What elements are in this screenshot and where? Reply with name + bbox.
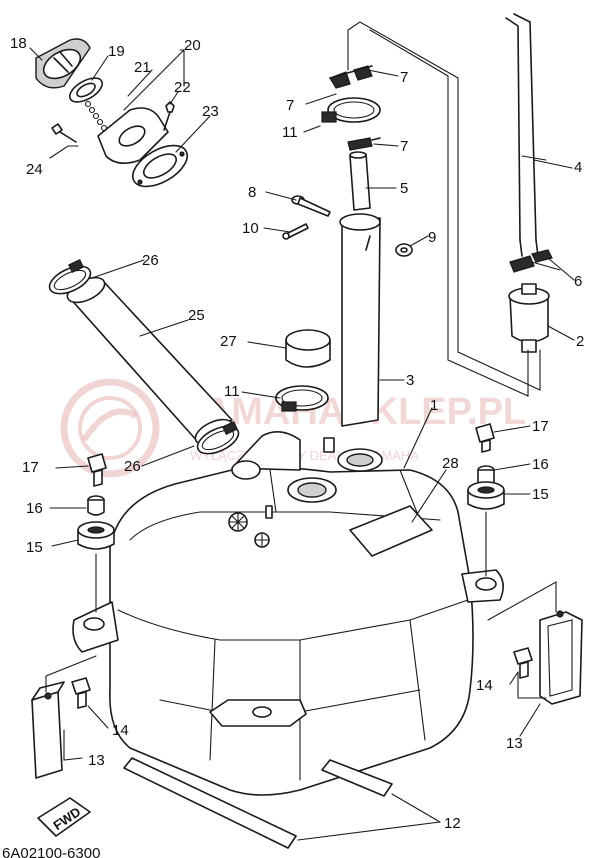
part-label-17-right: 17 (532, 418, 549, 435)
part-label-14-left: 14 (112, 722, 129, 739)
tank-filler-neck (231, 431, 301, 480)
part-label-7-b: 7 (286, 97, 294, 114)
part-label-23: 23 (202, 103, 219, 120)
left-damper-15 (77, 521, 115, 550)
right-bolt-17 (475, 423, 495, 453)
part-label-4: 4 (574, 159, 582, 176)
right-damper-15 (467, 481, 505, 510)
forward-arrow: FWD (37, 797, 91, 837)
hose-clamp-upper (48, 259, 92, 295)
part-label-25: 25 (188, 307, 205, 324)
part-label-26-lower: 26 (124, 458, 141, 475)
part-label-17-left: 17 (22, 459, 39, 476)
fuel-filter (508, 283, 550, 353)
part-label-11-upper: 11 (282, 124, 298, 141)
tank-port-left (287, 477, 337, 503)
left-bracket-13 (31, 681, 65, 779)
part-label-19: 19 (108, 43, 125, 60)
part-label-13-right: 13 (506, 735, 523, 752)
fuel-cap (35, 38, 91, 89)
part-label-13-left: 13 (88, 752, 105, 769)
vent-pipe (339, 213, 381, 427)
hose-clamp-lower (196, 421, 240, 455)
right-bolt-14 (513, 647, 533, 679)
part-label-8: 8 (248, 184, 256, 201)
watermark-tagline: WYŁĄCZNOWIANY DEALER YAMAHA (190, 448, 419, 463)
part-label-5: 5 (400, 180, 408, 197)
part-label-2: 2 (576, 333, 584, 350)
part-label-16-left: 16 (26, 500, 43, 517)
vent-tubes (505, 13, 539, 257)
part-label-28: 28 (442, 455, 459, 472)
left-bolt-14 (71, 677, 91, 709)
cap-gasket (68, 77, 104, 103)
clamp-upper (321, 97, 381, 123)
part-label-7-a: 7 (400, 69, 408, 86)
part-label-9: 9 (428, 229, 436, 246)
left-bolt-17 (87, 453, 107, 487)
pad-right-12 (321, 759, 393, 797)
filler-neck-assembly (97, 107, 169, 164)
label-plate (349, 505, 433, 557)
watermark-logo (60, 378, 160, 478)
part-label-22: 22 (174, 79, 191, 96)
part-label-3: 3 (406, 372, 414, 389)
tube-clips (509, 249, 553, 273)
right-bracket-13 (539, 610, 583, 705)
pin-10 (282, 223, 309, 240)
part-label-15-left: 15 (26, 539, 43, 556)
part-label-6: 6 (574, 273, 582, 290)
part-label-10: 10 (242, 220, 259, 237)
plug (285, 329, 331, 368)
filler-hose (66, 276, 234, 446)
screw-24 (51, 123, 77, 143)
part-label-26-upper: 26 (142, 252, 159, 269)
part-label-21: 21 (134, 59, 151, 76)
tank-left-bracket (72, 601, 119, 653)
part-label-20: 20 (184, 37, 201, 54)
part-labels: 18 19 20 21 22 23 24 26 25 27 11 17 16 1… (10, 35, 584, 832)
part-label-11-lower: 11 (224, 383, 240, 400)
left-collar-16 (87, 495, 105, 516)
filler-gasket (132, 144, 188, 188)
tank-right-bracket (461, 569, 504, 603)
part-label-7-c: 7 (400, 138, 408, 155)
part-label-14-right: 14 (476, 677, 493, 694)
bolt-8 (291, 195, 331, 217)
washer-9 (395, 243, 413, 257)
part-label-24: 24 (26, 161, 43, 178)
part-label-27: 27 (220, 333, 237, 350)
part-label-1: 1 (430, 397, 438, 414)
tank-port-right (337, 448, 383, 472)
footer-code: 6A02100-6300 (2, 845, 100, 858)
clip-7-lower (347, 137, 381, 151)
breather-hose (349, 151, 371, 211)
part-label-15-right: 15 (532, 486, 549, 503)
fuel-tank (109, 466, 474, 796)
cap-chain (84, 100, 108, 132)
leader-lines (29, 47, 575, 841)
clamp-lower (275, 385, 329, 412)
clip-7-upper (329, 65, 373, 89)
part-label-18: 18 (10, 35, 27, 52)
pad-left-12 (123, 757, 297, 849)
screw-22 (163, 101, 175, 131)
part-label-16-right: 16 (532, 456, 549, 473)
routing-lines (347, 21, 541, 397)
part-label-12: 12 (444, 815, 461, 832)
